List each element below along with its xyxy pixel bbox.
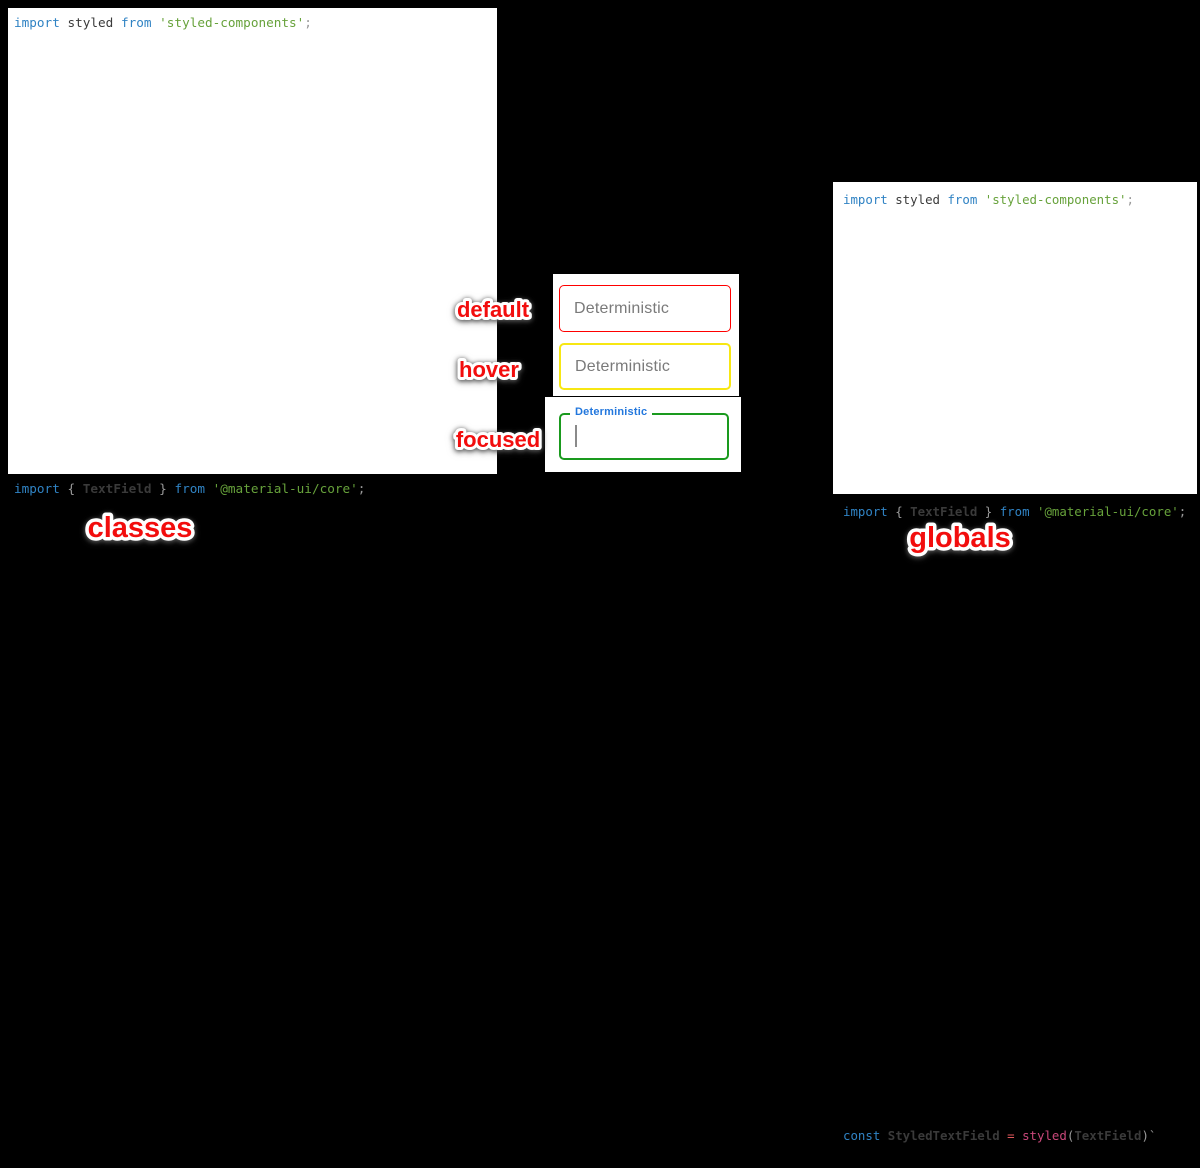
textfield-default[interactable]: Deterministic bbox=[559, 285, 731, 332]
sticker-globals: globals bbox=[906, 519, 1015, 558]
classes-code-block: import styled from 'styled-components'; i… bbox=[8, 8, 497, 496]
svg-text:default: default bbox=[457, 297, 530, 322]
code-line bbox=[843, 814, 1197, 1126]
textfield-default-label: Deterministic bbox=[574, 299, 670, 317]
code-line bbox=[14, 946, 497, 1168]
sticker-default: default bbox=[454, 294, 533, 325]
code-line: import { TextField } from '@material-ui/… bbox=[843, 504, 1187, 519]
svg-text:focused: focused bbox=[456, 427, 540, 452]
svg-text:hover: hover bbox=[459, 357, 519, 382]
code-line: import styled from 'styled-components'; bbox=[14, 15, 312, 30]
code-line: import styled from 'styled-components'; bbox=[843, 192, 1134, 207]
textfield-focused-notch-label: Deterministic bbox=[570, 406, 653, 418]
sticker-classes: classes bbox=[84, 509, 196, 548]
textfield-hover-label: Deterministic bbox=[575, 357, 671, 375]
code-line: const StyledTextField = styled(TextField… bbox=[843, 1128, 1157, 1143]
globals-code-block: import styled from 'styled-components'; i… bbox=[833, 182, 1197, 1143]
sticker-hover: hover bbox=[456, 354, 522, 385]
svg-text:classes: classes bbox=[88, 512, 193, 544]
code-line: import { TextField } from '@material-ui/… bbox=[14, 481, 366, 496]
text-caret bbox=[575, 425, 577, 447]
textfield-focused[interactable]: Deterministic bbox=[559, 406, 729, 460]
svg-text:globals: globals bbox=[909, 522, 1011, 554]
textfield-hover[interactable]: Deterministic bbox=[559, 343, 731, 390]
sticker-focused: focused bbox=[453, 424, 543, 455]
